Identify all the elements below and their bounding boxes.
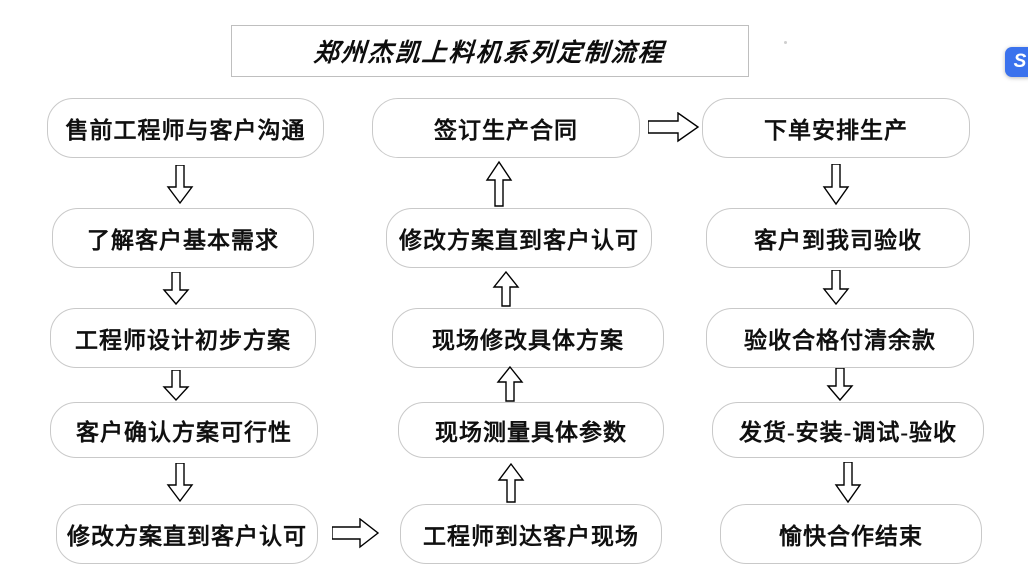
flow-node-col1-5[interactable]: 修改方案直到客户认可 bbox=[56, 504, 318, 564]
flow-node-label: 发货-安装-调试-验收 bbox=[739, 420, 957, 445]
page-title: 郑州杰凯上料机系列定制流程 bbox=[313, 40, 667, 67]
flow-node-col2-5[interactable]: 工程师到达客户现场 bbox=[400, 504, 662, 564]
flow-node-col1-2[interactable]: 了解客户基本需求 bbox=[52, 208, 314, 268]
arrow-down-icon bbox=[822, 270, 850, 306]
flow-node-col3-2[interactable]: 客户到我司验收 bbox=[706, 208, 970, 268]
sogou-logo-badge[interactable]: S bbox=[1005, 47, 1028, 77]
flow-node-col3-4[interactable]: 发货-安装-调试-验收 bbox=[712, 402, 984, 458]
flow-node-label: 下单安排生产 bbox=[764, 118, 908, 143]
arrow-up-icon bbox=[497, 462, 525, 504]
flow-node-col2-3[interactable]: 现场修改具体方案 bbox=[392, 308, 664, 368]
flow-node-label: 修改方案直到客户认可 bbox=[67, 524, 307, 549]
arrow-down-icon bbox=[162, 272, 190, 306]
diagram-title-box: 郑州杰凯上料机系列定制流程 bbox=[231, 25, 749, 77]
arrow-up-icon bbox=[492, 270, 520, 308]
flow-node-label: 了解客户基本需求 bbox=[87, 228, 279, 253]
flow-node-label: 现场测量具体参数 bbox=[435, 420, 627, 445]
flow-node-label: 工程师设计初步方案 bbox=[75, 328, 291, 353]
flow-node-label: 售前工程师与客户沟通 bbox=[65, 118, 306, 143]
arrow-up-icon bbox=[496, 365, 524, 403]
flow-node-col2-1[interactable]: 签订生产合同 bbox=[372, 98, 640, 158]
arrow-down-icon bbox=[834, 462, 862, 504]
arrow-right-icon bbox=[332, 518, 380, 550]
flow-node-col1-3[interactable]: 工程师设计初步方案 bbox=[50, 308, 316, 368]
flow-node-label: 愉快合作结束 bbox=[779, 524, 923, 549]
flow-node-col3-5[interactable]: 愉快合作结束 bbox=[720, 504, 982, 564]
flow-node-label: 工程师到达客户现场 bbox=[423, 524, 639, 549]
flow-node-col2-2[interactable]: 修改方案直到客户认可 bbox=[386, 208, 652, 268]
arrow-down-icon bbox=[162, 370, 190, 402]
flow-node-col2-4[interactable]: 现场测量具体参数 bbox=[398, 402, 664, 458]
flow-node-col1-4[interactable]: 客户确认方案可行性 bbox=[50, 402, 318, 458]
flow-node-col3-1[interactable]: 下单安排生产 bbox=[702, 98, 970, 158]
flow-node-label: 客户确认方案可行性 bbox=[76, 420, 292, 445]
arrow-down-icon bbox=[166, 165, 194, 205]
arrow-down-icon bbox=[822, 164, 850, 206]
flow-node-col3-3[interactable]: 验收合格付清余款 bbox=[706, 308, 974, 368]
arrow-down-icon bbox=[826, 368, 854, 402]
flow-node-col1-1[interactable]: 售前工程师与客户沟通 bbox=[47, 98, 324, 158]
flow-node-label: 验收合格付清余款 bbox=[744, 328, 936, 353]
flow-node-label: 签订生产合同 bbox=[434, 118, 578, 143]
arrow-down-icon bbox=[166, 463, 194, 503]
arrow-up-icon bbox=[485, 160, 513, 208]
flow-node-label: 客户到我司验收 bbox=[754, 228, 922, 253]
arrow-right-icon bbox=[648, 112, 700, 144]
sogou-s-icon: S bbox=[1013, 50, 1027, 72]
flow-node-label: 修改方案直到客户认可 bbox=[399, 228, 639, 253]
flow-node-label: 现场修改具体方案 bbox=[432, 328, 624, 353]
stray-dot-artifact bbox=[784, 41, 787, 44]
